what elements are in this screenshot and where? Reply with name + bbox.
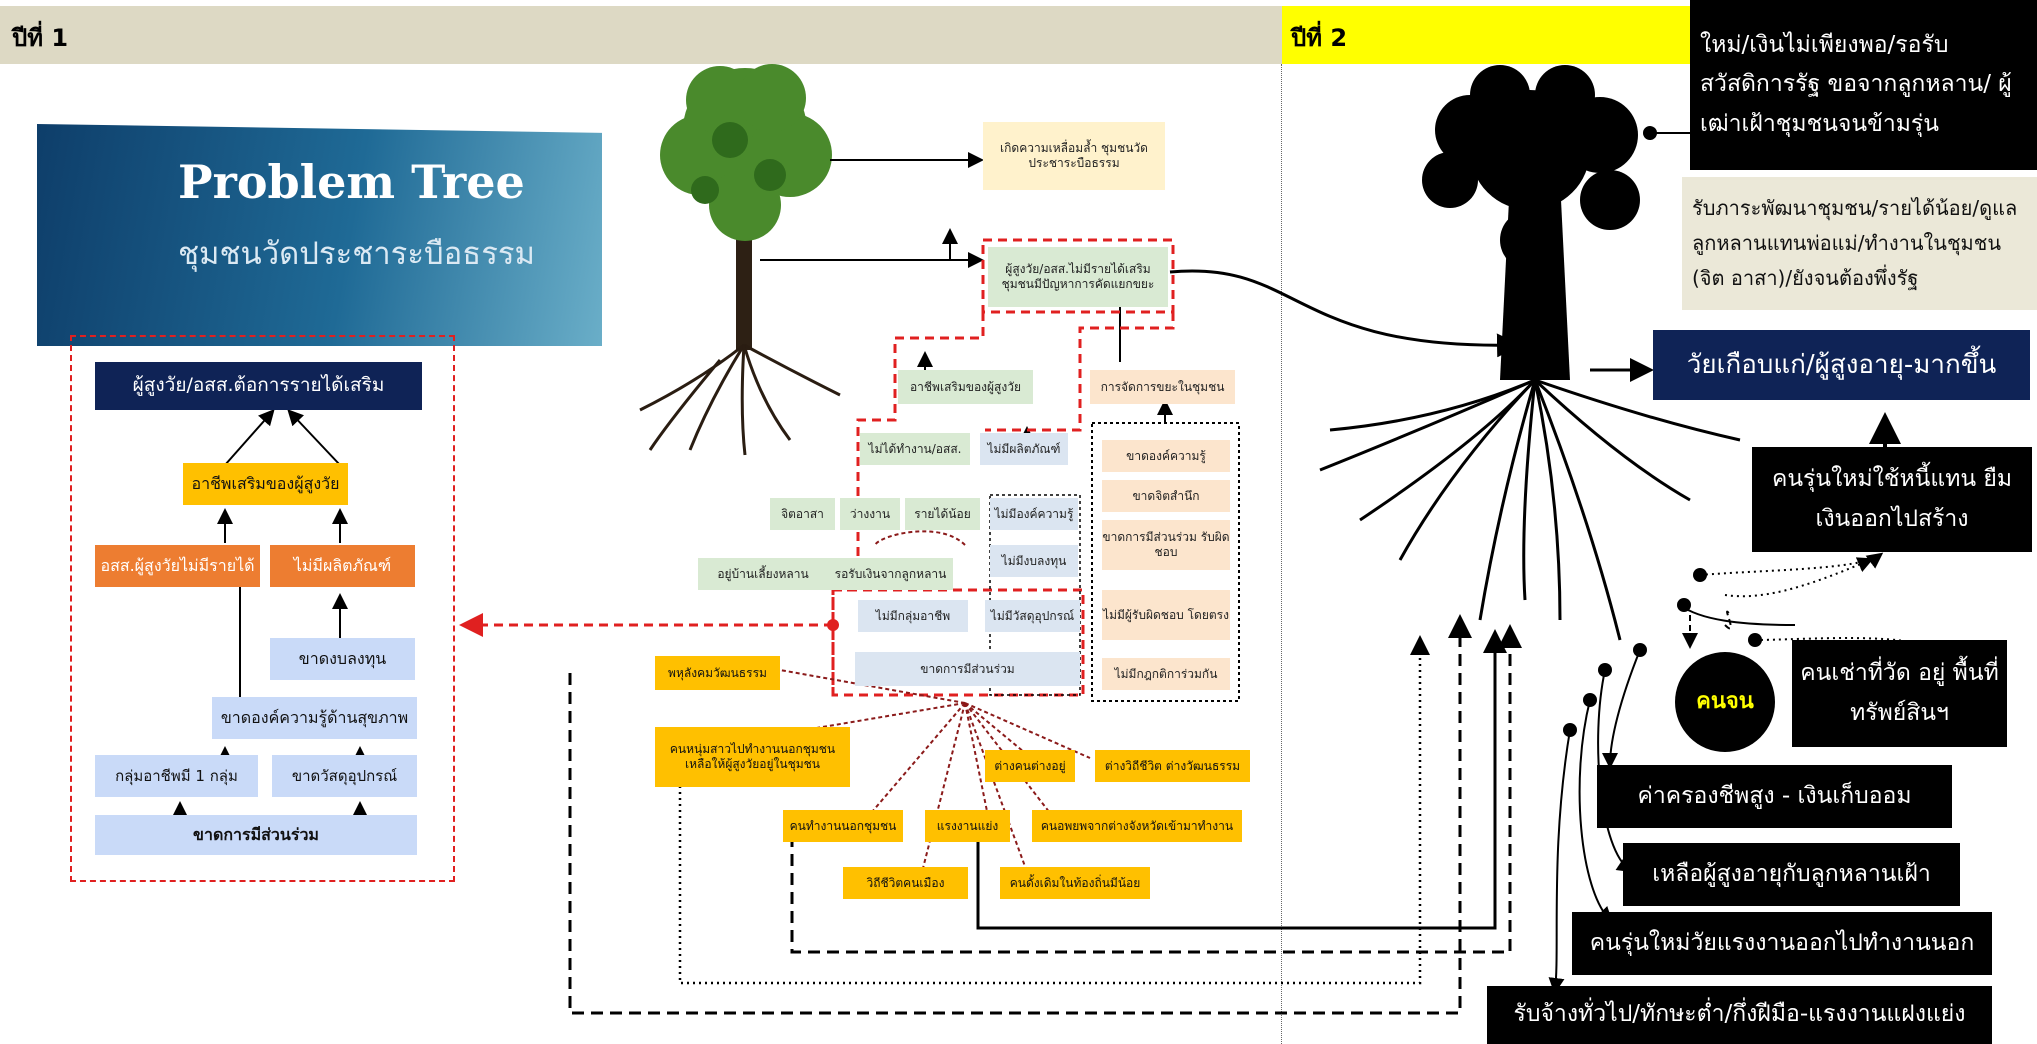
mid-no-material: ไม่มีวัสดุอุปกรณ์ <box>985 600 1080 632</box>
banner-title: Problem Tree <box>178 155 525 209</box>
left-top-problem: ผู้สูงวัย/อสส.ต้อการรายได้เสริม <box>95 362 422 410</box>
left-problem-tree-frame <box>70 335 455 882</box>
mid-lack-participation: ขาดการมีส่วนร่วม <box>855 652 1080 686</box>
mid-labor-compete: แรงงานแย่ง <box>925 810 1010 842</box>
left-elderly-occupation: อาชีพเสริมของผู้สูงวัย <box>183 463 348 505</box>
right-poor-circle: คนจน <box>1675 652 1775 752</box>
mid-lack-responsibility: ขาดการมีส่วนร่วม รับผิดชอบ <box>1102 520 1230 570</box>
mid-no-capital: ไม่มีงบลงทุน <box>990 545 1078 577</box>
mid-waste-management: การจัดการขยะในชุมชน <box>1090 370 1235 404</box>
year1-header-bar <box>0 6 1282 64</box>
mid-stay-home: อยู่บ้านเลี้ยงหลาน <box>698 558 828 590</box>
left-no-knowledge: ขาดองค์ความรู้ด้านสุขภาพ <box>212 697 417 739</box>
mid-lack-knowledge: ขาดองค์ความรู้ <box>1102 440 1230 472</box>
mid-volunteer: จิตอาสา <box>770 498 835 530</box>
mid-lack-awareness: ขาดจิตสำนึก <box>1102 480 1230 512</box>
mid-no-direct-owner: ไม่มีผู้รับผิดชอบ โดยตรง <box>1102 590 1230 640</box>
mid-strangers: ต่างคนต่างอยู่ <box>985 750 1075 782</box>
right-aging-box: วัยเกือบแก่/ผู้สูงอายุ-มากขึ้น <box>1653 330 2030 400</box>
left-no-participation: ขาดการมีส่วนร่วม <box>95 815 417 855</box>
left-no-material: ขาดวัสดุอุปกรณ์ <box>272 755 417 797</box>
title-banner <box>37 124 602 346</box>
year2-header-bar <box>1282 6 1742 64</box>
right-young-out-box: คนรุ่นใหม่วัยแรงงานออกไปทำงานนอก <box>1572 912 1992 975</box>
mid-urban-life: วิถีชีวิตคนเมือง <box>843 867 968 899</box>
mid-no-rules: ไม่มีกฎกติการ่วมกัน <box>1102 658 1230 690</box>
mid-no-product: ไม่มีผลิตภัณฑ์ <box>980 433 1068 465</box>
left-no-capital: ขาดงบลงทุน <box>270 638 415 680</box>
black-tree-illustration <box>1319 65 1741 641</box>
right-tenant-box: คนเช่าที่วัด อยู่ พื้นที่ทรัพย์สินฯ <box>1792 640 2007 747</box>
mid-elderly-job: อาชีพเสริมของผู้สูงวัย <box>898 370 1033 404</box>
right-top-black-box: ใหม่/เงินไม่เพียงพอ/รอรับ สวัสดิการรัฐ ข… <box>1690 0 2037 170</box>
green-tree-illustration <box>639 64 841 456</box>
right-leftover-box: เหลือผู้สูงอายุกับลูกหลานเฝ้า <box>1623 843 1960 906</box>
mid-idle: ว่างงาน <box>840 498 900 530</box>
left-no-income: อสส.ผู้สูงวัยไม่มีรายได้ <box>95 545 260 587</box>
banner-subtitle: ชุมชนวัดประชาระบือธรรม <box>178 236 535 272</box>
right-note-box: รับภาระพัฒนาชุมชน/รายได้น้อย/ดูแล ลูกหลา… <box>1682 177 2037 310</box>
right-cost-box: ค่าครองชีพสูง - เงินเก็บออม <box>1597 765 1952 828</box>
year-divider <box>1281 64 1282 1044</box>
right-debt-box: คนรุ่นใหม่ใช้หนี้แทน ยืม เงินออกไปสร้าง <box>1752 447 2032 552</box>
right-hire-box: รับจ้างทั่วไป/ทักษะต่ำ/กึ่งฝีมือ-แรงงานแ… <box>1487 986 1992 1044</box>
mid-wait-money: รอรับเงินจากลูกหลาน <box>828 558 953 590</box>
left-occupation-group: กลุ่มอาชีพมี 1 กลุ่ม <box>95 755 258 797</box>
left-no-product: ไม่มีผลิตภัณฑ์ <box>270 545 415 587</box>
mid-elderly-no-income: ผู้สูงวัย/อสส.ไม่มีรายได้เสริม ชุมชนมีปั… <box>988 247 1168 307</box>
mid-multicultural: พหุลังคมวัฒนธรรม <box>655 656 780 690</box>
year1-label: ปีที่ 1 <box>12 24 69 52</box>
mid-work-outside: คนทำงานนอกชุมชน <box>783 810 903 842</box>
mid-inequality: เกิดความเหลื่อมล้ำ ชุมชนวัดประชาระบือธรร… <box>983 122 1165 190</box>
mid-few-locals: คนดั้งเดิมในท้องถิ่นมีน้อย <box>1000 867 1150 899</box>
year2-label: ปีที่ 2 <box>1291 24 1348 52</box>
mid-no-occupation-group: ไม่มีกลุ่มอาชีพ <box>858 600 968 632</box>
mid-migrants: คนอพยพจากต่างจังหวัดเข้ามาทำงาน <box>1032 810 1242 842</box>
mid-youth-leave: คนหนุ่มสาวไปทำงานนอกชุมชน เหลือให้ผู้สูง… <box>655 727 850 787</box>
mid-no-work: ไม่ได้ทำงาน/อสส. <box>860 433 970 465</box>
mid-low-income: รายได้น้อย <box>905 498 980 530</box>
mid-no-knowledge: ไม่มีองค์ความรู้ <box>990 498 1078 530</box>
mid-different-culture: ต่างวิถีชีวิต ต่างวัฒนธรรม <box>1095 750 1250 782</box>
